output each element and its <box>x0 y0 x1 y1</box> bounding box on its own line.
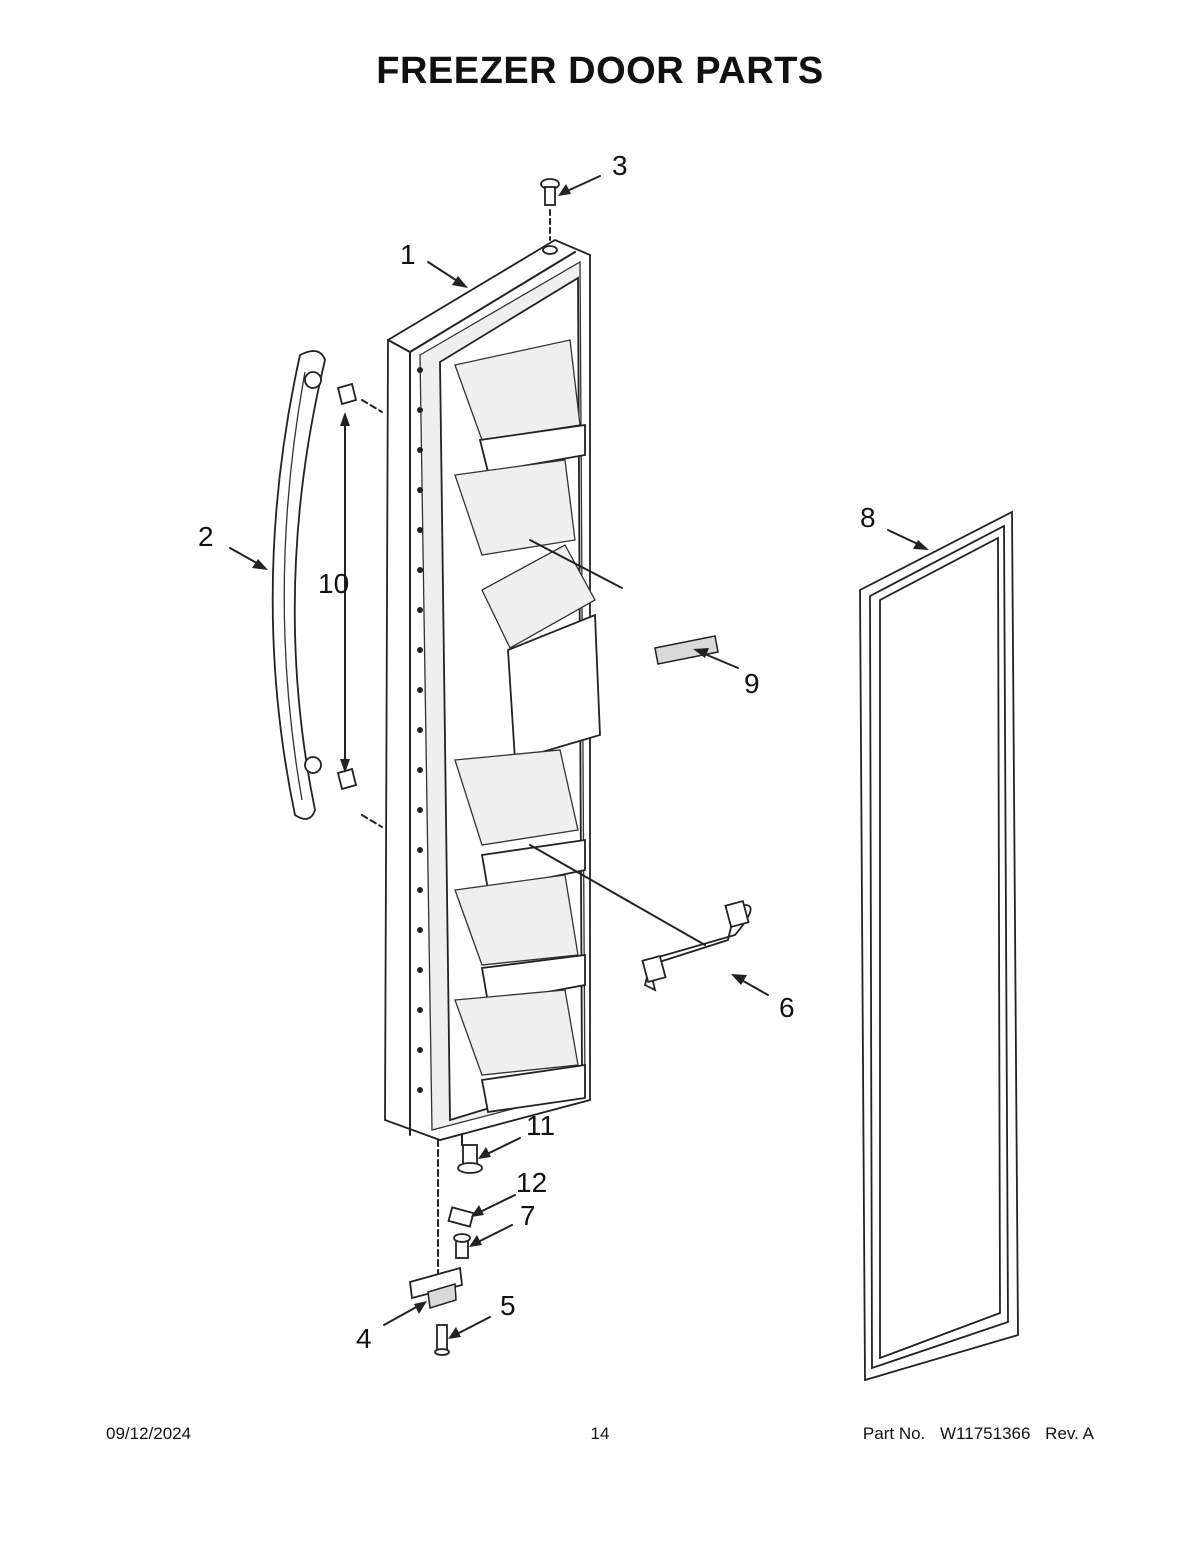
revision-label: Rev. A <box>1045 1424 1094 1443</box>
part-number-value: W11751366 <box>940 1424 1031 1443</box>
page-title: FREEZER DOOR PARTS <box>376 50 824 92</box>
trim-strip <box>529 539 719 665</box>
door-handle <box>271 350 326 820</box>
callout-5: 5 <box>500 1290 516 1321</box>
callout-arrows <box>229 175 929 1339</box>
callout-11: 11 <box>526 1110 555 1141</box>
footer-date: 09/12/2024 <box>106 1424 192 1443</box>
callout-1: 1 <box>400 239 416 270</box>
footer-part-number: Part No. W11751366 Rev. A <box>853 1424 1094 1444</box>
door-gasket <box>859 510 1019 1382</box>
callout-9: 9 <box>744 668 760 699</box>
callout-6: 6 <box>779 992 795 1023</box>
callout-2: 2 <box>198 521 214 552</box>
bottom-hinge-parts <box>409 1133 483 1356</box>
callout-4: 4 <box>356 1323 372 1354</box>
callout-10: 10 <box>318 568 349 599</box>
top-hinge-pin <box>540 178 560 241</box>
callout-12: 12 <box>516 1167 547 1198</box>
handle-studs <box>336 382 383 828</box>
part-number-label: Part No. <box>862 1424 926 1443</box>
callout-3: 3 <box>612 150 628 181</box>
callout-8: 8 <box>860 502 876 533</box>
freezer-door <box>384 238 601 1141</box>
footer-page-number: 14 <box>590 1424 610 1443</box>
callout-7: 7 <box>520 1200 536 1231</box>
door-bin <box>529 844 752 992</box>
